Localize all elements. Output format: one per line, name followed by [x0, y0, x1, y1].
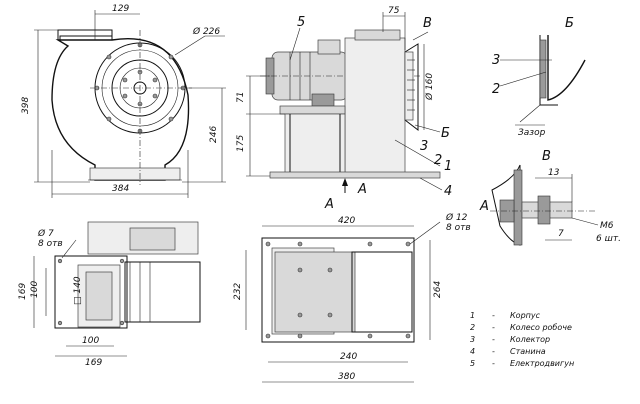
dim-384: 384 — [112, 184, 129, 194]
dim-169h: 169 — [85, 358, 102, 368]
dim-100v: 100 — [30, 281, 40, 298]
dim-100h: 100 — [82, 336, 99, 346]
detail-v: В 13 7 M6 6 шт. — [490, 149, 621, 246]
dim-m6: M6 — [600, 221, 614, 231]
dim-246: 246 — [209, 126, 219, 143]
detail-b-num2: 2 — [492, 82, 500, 97]
legend-text-4: Станина — [510, 347, 546, 356]
detail-b-num3: 3 — [492, 53, 500, 68]
dim-232: 232 — [233, 283, 243, 300]
legend-num-1: 1 — [470, 311, 475, 320]
legend-num-3: 3 — [470, 335, 475, 344]
view-a-left: A — [324, 197, 334, 212]
detail-v-title: В — [542, 149, 551, 164]
legend-dash-4: - — [492, 347, 495, 356]
detail-b-title: Б — [565, 16, 574, 31]
callout-v-left: В — [423, 16, 432, 31]
legend-dash-1: - — [492, 311, 495, 320]
legend-text-2: Колесо робоче — [510, 323, 572, 332]
view-a-right: A — [357, 182, 367, 197]
callout-b-left: Б — [441, 126, 450, 141]
dim-140: □ 140 — [73, 276, 83, 305]
legend-dash-2: - — [492, 323, 495, 332]
view-a-bottom: A — [479, 199, 489, 214]
legend-text-5: Електродвигун — [510, 359, 574, 368]
dim-175: 175 — [236, 135, 246, 152]
dim-129: 129 — [112, 4, 129, 14]
callout-2: 2 — [434, 153, 442, 168]
dim-169v: 169 — [18, 283, 28, 300]
legend-num-5: 5 — [470, 359, 475, 368]
dim-398: 398 — [21, 97, 31, 114]
dim-dia-7: Ø 7 — [37, 228, 54, 239]
dim-8-holes: 8 отв — [38, 239, 63, 249]
callout-4: 4 — [444, 184, 452, 199]
legend: 1 - Корпус 2 - Колесо робоче 3 - Колекто… — [470, 311, 574, 368]
dim-71: 71 — [236, 92, 246, 103]
dim-8-holes-plan: 8 отв — [446, 223, 471, 233]
legend-dash-5: - — [492, 359, 495, 368]
legend-num-2: 2 — [470, 323, 475, 332]
callout-5: 5 — [297, 15, 305, 30]
dim-13: 13 — [548, 168, 560, 178]
front-view: 129 Ø 226 398 246 384 — [21, 4, 226, 198]
legend-num-4: 4 — [470, 347, 475, 356]
dim-dia-226: Ø 226 — [192, 26, 220, 37]
legend-dash-3: - — [492, 335, 495, 344]
dim-75: 75 — [388, 6, 400, 16]
dim-dia-160: Ø 160 — [424, 73, 435, 101]
dim-380: 380 — [338, 372, 355, 382]
detail-b: Б 3 2 Зазор — [492, 16, 586, 138]
callout-1: 1 — [444, 159, 452, 174]
legend-text-1: Корпус — [510, 311, 541, 320]
plan-view: 420 Ø 12 8 отв 232 264 240 380 — [233, 212, 471, 383]
dim-420: 420 — [338, 216, 355, 226]
dim-7: 7 — [558, 229, 564, 239]
dim-6sht: 6 шт. — [596, 234, 621, 244]
zazor-label: Зазор — [518, 128, 546, 138]
bottom-view: Ø 7 8 отв 169 100 □ 140 100 169 — [18, 221, 201, 368]
dim-dia-12: Ø 12 — [445, 212, 468, 223]
side-view: 75 Ø 160 71 175 5 1 4 Б В A A — [236, 6, 452, 212]
legend-text-3: Колектор — [510, 335, 550, 344]
dim-264: 264 — [433, 281, 443, 298]
callout-3: 3 — [420, 139, 428, 154]
dim-240: 240 — [340, 352, 357, 362]
